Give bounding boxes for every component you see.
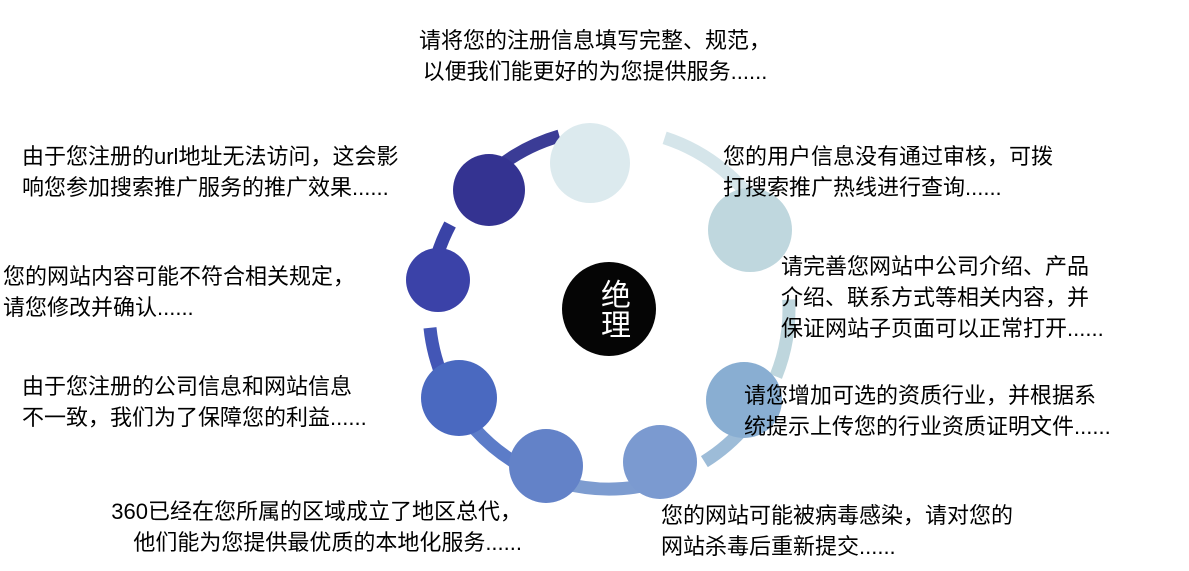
- callout-content-noncompliant: 您的网站内容可能不符合相关规定， 请您修改并确认......: [3, 264, 356, 320]
- virus-infection-node[interactable]: [623, 425, 697, 499]
- registration-info-node[interactable]: [550, 123, 630, 203]
- company-info-mismatch-node[interactable]: [421, 360, 497, 436]
- callout-url-unreachable: 由于您注册的url地址无法访问，这会影 响您参加搜索推广服务的推广效果.....…: [22, 144, 399, 200]
- hub-label: 绝理: [596, 279, 629, 339]
- content-noncompliant-node[interactable]: [406, 248, 470, 312]
- hub-circle[interactable]: [562, 262, 656, 356]
- arc-upper-right-to-right: [769, 299, 796, 379]
- node-layer: [406, 123, 792, 503]
- arc-bottom-left-to-lower-left: [470, 424, 518, 468]
- regional-agent-node[interactable]: [509, 429, 583, 503]
- callout-improve-site-content: 请完善您网站中公司介绍、产品 介绍、联系方式等相关内容，并 保证网站子页面可以正…: [781, 254, 1104, 341]
- callout-virus-infection: 您的网站可能被病毒感染，请对您的 网站杀毒后重新提交......: [661, 503, 1014, 559]
- callout-registration-info: 请将您的注册信息填写完整、规范， 以便我们能更好的为您提供服务......: [418, 28, 771, 84]
- user-info-review-node[interactable]: [708, 188, 792, 272]
- callout-qualification-upload: 请您增加可选的资质行业，并根据系 统提示上传您的行业资质证明文件......: [744, 383, 1111, 439]
- callout-user-info-review: 您的用户信息没有通过审核，可拨 打搜索推广热线进行查询......: [723, 144, 1054, 200]
- hub-layer: [562, 262, 656, 356]
- callout-company-info-mismatch: 由于您注册的公司信息和网站信息 不一致，我们为了保障您的利益......: [22, 374, 367, 430]
- qualification-industry-node[interactable]: [706, 362, 782, 438]
- url-unreachable-node[interactable]: [453, 154, 525, 226]
- callout-regional-agent: 360已经在您所属的区域成立了地区总代， 他们能为您提供最优质的本地化服务...…: [111, 499, 522, 555]
